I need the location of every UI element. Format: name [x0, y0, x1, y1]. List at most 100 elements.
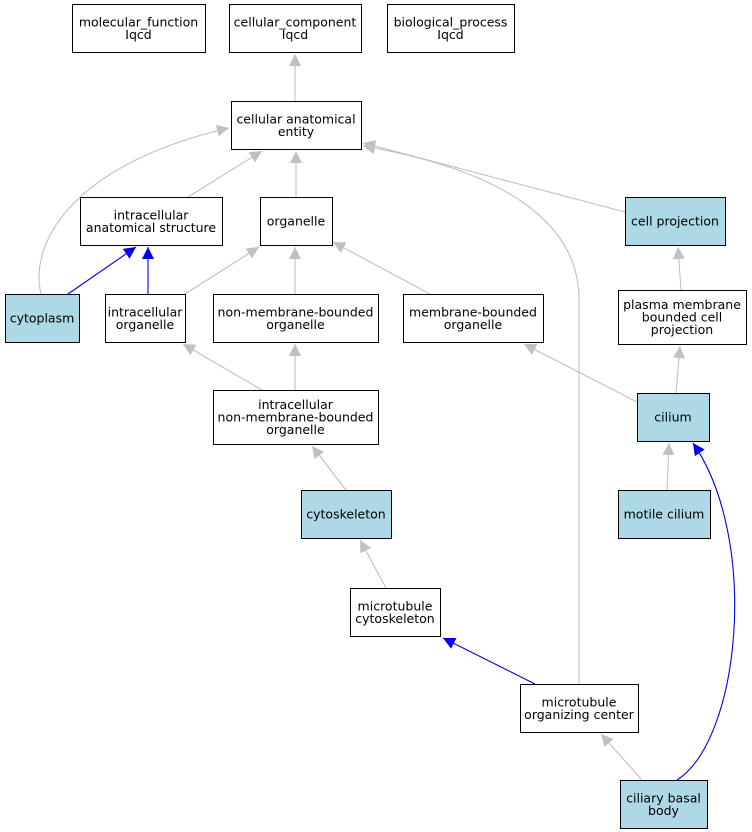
node-box	[618, 290, 747, 345]
edge	[672, 246, 685, 291]
edge-cil-to-pmbcp	[673, 345, 685, 394]
edge-mbo-to-org	[332, 241, 431, 295]
node-label-line: intracellular	[114, 207, 190, 222]
node-label-line: microtubule	[542, 694, 617, 709]
node-label-line: ciliary basal	[626, 790, 701, 805]
node-label-line: cytoskeleton	[355, 611, 434, 626]
edge	[673, 345, 685, 394]
node-label-line: anatomical structure	[86, 220, 216, 235]
node-label-line: organelle	[116, 317, 175, 332]
node-box	[229, 4, 362, 53]
node-cil[interactable]: cilium	[637, 393, 710, 442]
edge	[362, 142, 580, 684]
edge	[442, 637, 536, 685]
edge-mcil-to-cil	[662, 442, 675, 491]
node-box	[301, 490, 392, 539]
node-label-line: intracellular	[108, 304, 184, 319]
edge	[182, 343, 263, 391]
node-label-line: bounded cell	[642, 310, 722, 325]
edge	[359, 539, 387, 589]
node-label-line: projection	[651, 322, 713, 337]
node-label-line: cellular_component	[234, 14, 357, 29]
edge	[523, 343, 638, 403]
node-box	[213, 390, 379, 445]
edge	[600, 733, 643, 781]
edge	[332, 241, 431, 295]
edge	[676, 442, 736, 781]
node-label-line: organelle	[444, 317, 503, 332]
edge-cyto-to-cae	[38, 124, 230, 295]
edge-iorg-to-org	[184, 246, 260, 295]
edge	[184, 246, 260, 295]
node-org[interactable]: organelle	[260, 197, 333, 246]
node-label-line: organelle	[266, 422, 325, 437]
node-inmbo[interactable]: intracellularnon-membrane-boundedorganel…	[213, 390, 379, 445]
node-label-line: plasma membrane	[623, 297, 741, 312]
node-box	[620, 780, 708, 829]
node-csk[interactable]: cytoskeleton	[301, 490, 392, 539]
node-box	[105, 294, 186, 343]
node-box	[520, 684, 639, 733]
node-box	[350, 588, 441, 637]
node-label-line: body	[648, 803, 680, 818]
node-label-line: cellular anatomical	[236, 111, 355, 126]
node-label-line: entity	[278, 124, 315, 139]
edge	[67, 246, 137, 295]
node-label-line: membrane-bounded	[409, 304, 537, 319]
node-box	[403, 294, 544, 343]
node-label-line: non-membrane-bounded	[218, 410, 374, 425]
edge-csk-to-inmbo	[311, 445, 347, 491]
edge-cbb-to-cil	[676, 442, 736, 781]
node-label-line: Iqcd	[437, 27, 463, 42]
node-label-line: microtubule	[358, 598, 433, 613]
node-label-line: organelle	[267, 214, 326, 229]
edge	[311, 445, 347, 491]
node-cproj[interactable]: cell projection	[625, 197, 726, 246]
node-box	[637, 393, 710, 442]
edge	[38, 124, 230, 295]
node-box	[72, 4, 206, 53]
node-box	[213, 294, 379, 343]
edge	[662, 442, 675, 491]
nodes-layer: molecular_functionIqcdcellular_component…	[5, 4, 747, 829]
node-label-line: cytoskeleton	[306, 507, 385, 522]
node-label-line: Iqcd	[282, 27, 308, 42]
node-box	[260, 197, 333, 246]
edge-cil-to-mbo	[523, 343, 638, 403]
edge-cproj-to-cae	[362, 140, 626, 213]
node-label-line: intracellular	[258, 397, 334, 412]
edge-mtcs-to-csk	[359, 539, 387, 589]
edge-pmbcp-to-cproj	[672, 246, 685, 291]
edge-ias-to-cae	[187, 150, 263, 198]
node-mcil[interactable]: motile cilium	[618, 490, 711, 539]
edge-cyto-to-ias	[67, 246, 137, 295]
node-box	[5, 294, 80, 343]
node-label-line: cell projection	[631, 214, 719, 229]
node-box	[625, 197, 726, 246]
node-label-line: cilium	[654, 410, 691, 425]
edge-inmbo-to-iorg	[182, 343, 263, 391]
node-label-line: organelle	[266, 317, 325, 332]
edges-layer	[38, 54, 736, 781]
node-label-line: organizing center	[524, 707, 634, 722]
node-label-line: cytoplasm	[10, 311, 75, 326]
edge-cbb-to-mtoc	[600, 733, 643, 781]
edge	[187, 150, 263, 198]
node-label-line: Iqcd	[125, 27, 151, 42]
node-label-line: molecular_function	[79, 14, 198, 29]
node-cyto[interactable]: cytoplasm	[5, 294, 80, 343]
node-label-line: motile cilium	[624, 507, 705, 522]
